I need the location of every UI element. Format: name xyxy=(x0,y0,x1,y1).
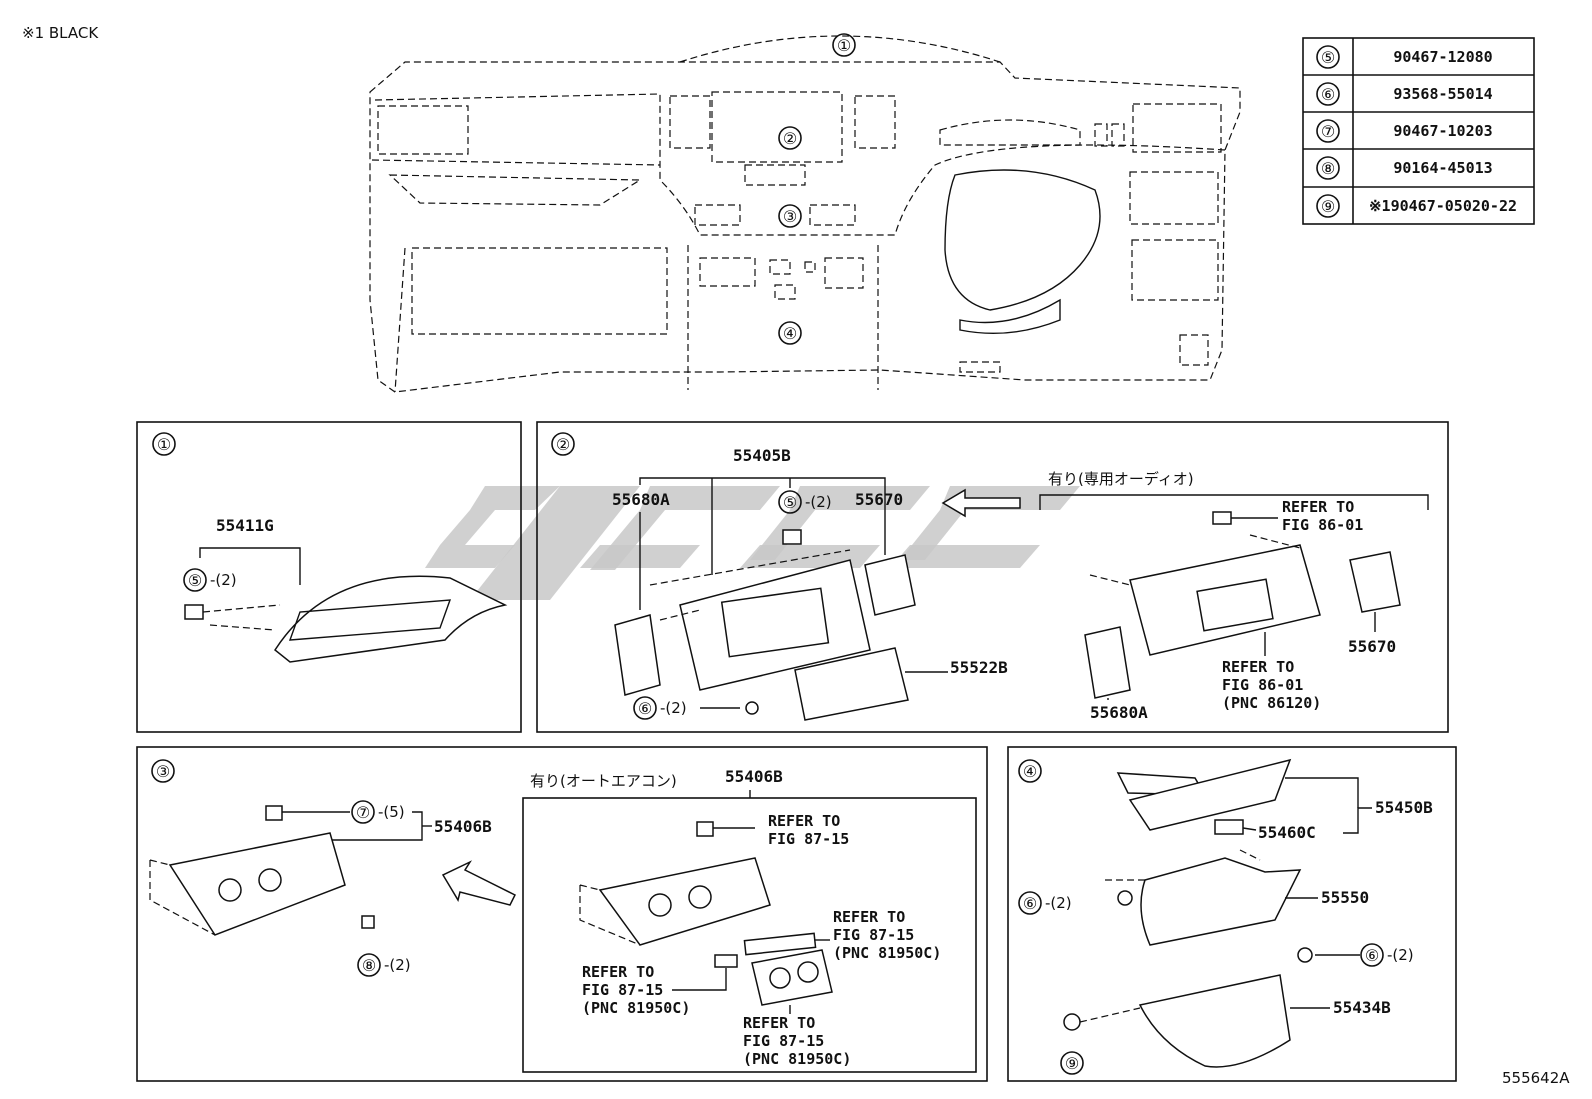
refer-text: (PNC 81950C) xyxy=(833,944,941,962)
refer-text: FIG 87-15 xyxy=(768,830,849,848)
qty-6a: -(2) xyxy=(1045,894,1072,912)
parts-table: ⑤ 90467-12080 ⑥ 93568-55014 ⑦ 90467-1020… xyxy=(1302,37,1535,225)
label-55405B: 55405B xyxy=(733,446,791,465)
label-55522B: 55522B xyxy=(950,658,1008,677)
refer-text: (PNC 81950C) xyxy=(582,999,690,1017)
panel-3: ③ ⑦ -(5) 55406B ⑧ -(2) 有り(オートエアコン) 55406… xyxy=(136,746,988,1082)
callout-7: ⑦ xyxy=(356,803,370,822)
refer-text: REFER TO xyxy=(743,1014,815,1032)
table-row: ⑦ 90467-10203 xyxy=(1316,119,1493,143)
panel-1: ① 55411G ⑤ -(2) xyxy=(136,421,522,733)
callout-6: ⑥ xyxy=(638,699,652,718)
header-note: ※1 BLACK xyxy=(22,24,99,42)
refer-text: FIG 86-01 xyxy=(1282,516,1363,534)
label-55670: 55670 xyxy=(855,490,903,509)
qty-5: -(2) xyxy=(210,571,237,589)
panel-1-number: ① xyxy=(157,435,171,454)
part-number: 90164-45013 xyxy=(1393,159,1492,177)
svg-text:④: ④ xyxy=(783,324,797,343)
label-55406B: 55406B xyxy=(434,817,492,836)
callout-8: ⑧ xyxy=(362,956,376,975)
label-55460C: 55460C xyxy=(1258,823,1316,842)
svg-text:⑤: ⑤ xyxy=(1321,48,1335,67)
label-55434B: 55434B xyxy=(1333,998,1391,1017)
callout-5: ⑤ xyxy=(188,571,202,590)
refer-text: REFER TO xyxy=(768,812,840,830)
refer-text: FIG 87-15 xyxy=(582,981,663,999)
qty-6b: -(2) xyxy=(1387,946,1414,964)
refer-text: (PNC 86120) xyxy=(1222,694,1321,712)
panel-3-number: ③ xyxy=(156,762,170,781)
label-55680A: 55680A xyxy=(612,490,670,509)
svg-text:②: ② xyxy=(783,129,797,148)
label-55670-option: 55670 xyxy=(1348,637,1396,656)
refer-text: (PNC 81950C) xyxy=(743,1050,851,1068)
part-number: ※190467-05020-22 xyxy=(1369,197,1517,215)
refer-text: FIG 87-15 xyxy=(743,1032,824,1050)
table-row: ⑨ ※190467-05020-22 xyxy=(1316,194,1517,218)
callout-6: ⑥ xyxy=(1365,946,1379,965)
callout-3: ③ xyxy=(778,204,802,228)
svg-text:③: ③ xyxy=(783,207,797,226)
svg-text:⑦: ⑦ xyxy=(1321,122,1335,141)
svg-text:①: ① xyxy=(837,36,851,55)
refer-text: REFER TO xyxy=(1222,658,1294,676)
table-row: ⑧ 90164-45013 xyxy=(1316,156,1493,180)
panel-2: ② 55405B 55680A ⑤ -(2) 55670 55522B ⑥ -(… xyxy=(536,421,1449,733)
callout-9: ⑨ xyxy=(1065,1054,1079,1073)
part-number: 93568-55014 xyxy=(1393,85,1492,103)
panel-4: ④ 55450B 55460C 55550 ⑥ -(2) ⑥ -(2) 5543… xyxy=(1007,746,1457,1082)
label-55680A-option: 55680A xyxy=(1090,703,1148,722)
refer-text: REFER TO xyxy=(833,908,905,926)
callout-1: ① xyxy=(832,33,856,57)
refer-text: FIG 87-15 xyxy=(833,926,914,944)
refer-text: REFER TO xyxy=(1282,498,1354,516)
svg-text:⑧: ⑧ xyxy=(1321,159,1335,178)
svg-text:⑨: ⑨ xyxy=(1321,197,1335,216)
qty-8: -(2) xyxy=(384,956,411,974)
label-55550: 55550 xyxy=(1321,888,1369,907)
footer-code: 555642A xyxy=(1502,1069,1570,1087)
refer-text: FIG 86-01 xyxy=(1222,676,1303,694)
refer-text: REFER TO xyxy=(582,963,654,981)
callout-6: ⑥ xyxy=(1023,894,1037,913)
part-number: 90467-10203 xyxy=(1393,122,1492,140)
panel-4-number: ④ xyxy=(1023,762,1037,781)
callout-5: ⑤ xyxy=(783,493,797,512)
label-55406B-option: 55406B xyxy=(725,767,783,786)
table-row: ⑤ 90467-12080 xyxy=(1316,45,1493,69)
part-number: 90467-12080 xyxy=(1393,48,1492,66)
label-55411G: 55411G xyxy=(216,516,274,535)
dashboard-overview: ① ② ③ ④ xyxy=(369,33,1241,393)
qty-7: -(5) xyxy=(378,803,405,821)
option-note-aircon: 有り(オートエアコン) xyxy=(530,772,677,790)
label-55450B: 55450B xyxy=(1375,798,1433,817)
option-note-audio: 有り(専用オーディオ) xyxy=(1048,470,1194,488)
callout-4: ④ xyxy=(778,321,802,345)
panel-2-number: ② xyxy=(556,435,570,454)
svg-text:⑥: ⑥ xyxy=(1321,85,1335,104)
callout-2: ② xyxy=(778,126,802,150)
table-row: ⑥ 93568-55014 xyxy=(1316,82,1493,106)
qty-6: -(2) xyxy=(660,699,687,717)
qty-5: -(2) xyxy=(805,493,832,511)
